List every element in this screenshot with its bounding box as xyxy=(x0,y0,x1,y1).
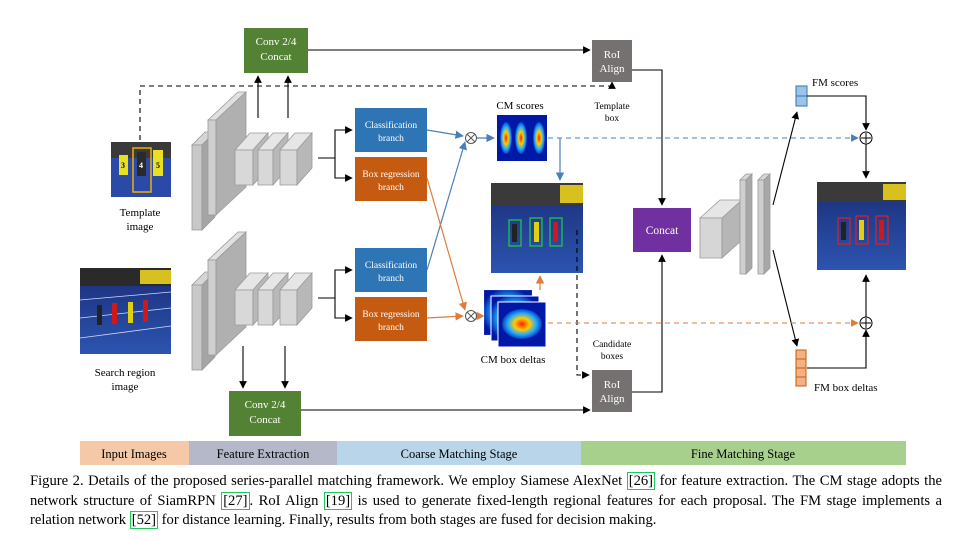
box-regression-branch-top-line-1: Box regression xyxy=(362,170,420,180)
roi-align-bottom-line-2: Align xyxy=(599,393,625,405)
box-regression-branch-top-box xyxy=(355,157,427,201)
bib-number-labels: 3 4 5 xyxy=(121,161,160,170)
caption-text-3: . RoI Align xyxy=(249,492,324,509)
caption-text-2: for feature extraction. The CM stage ado… xyxy=(30,473,942,509)
template-box-label-2: box xyxy=(605,114,620,124)
classification-branch-top-line-2: branch xyxy=(378,134,404,144)
caption-text-1: Figure 2. Details of the proposed series… xyxy=(30,473,627,489)
stage-feature-extraction xyxy=(189,441,337,465)
classification-branch-bottom-box xyxy=(355,248,427,292)
roi-to-concat-arrows xyxy=(632,69,666,393)
alexnet-search-branch xyxy=(191,231,313,371)
box-regression-branch-bottom-box xyxy=(355,297,427,341)
svg-text:3: 3 xyxy=(121,161,125,170)
svg-text:5: 5 xyxy=(156,161,160,170)
template-box-label-1: Template xyxy=(594,102,629,112)
fm-scores-icon xyxy=(795,85,808,107)
classification-branch-top-line-1: Classification xyxy=(365,120,417,131)
fusion-arrows xyxy=(548,95,870,369)
template-image: 3 4 5 xyxy=(111,142,171,197)
candidate-boxes-label-1: Candidate xyxy=(593,340,632,350)
conv-concat-bottom-line-1: Conv 2/4 xyxy=(245,399,286,411)
framework-diagram: 3 4 5 Template image Search region image xyxy=(79,28,906,465)
cm-box-deltas-label: CM box deltas xyxy=(481,354,546,366)
cm-box-deltas-stack xyxy=(483,289,547,348)
search-region-image xyxy=(79,268,172,354)
conv-concat-top-line-1: Conv 2/4 xyxy=(256,36,297,48)
fm-scores-label: FM scores xyxy=(812,77,858,89)
correlation-op-icon xyxy=(465,132,477,322)
citation-52[interactable]: [52] xyxy=(129,511,159,529)
caption-text-5: for distance learning. Finally, results … xyxy=(158,512,657,528)
roi-align-bottom-line-1: RoI xyxy=(604,379,621,391)
classification-branch-top-box xyxy=(355,108,427,152)
candidate-boxes-dashed-arrow xyxy=(576,230,590,379)
final-result-image xyxy=(817,182,906,270)
figure-caption: Figure 2. Details of the proposed series… xyxy=(30,472,942,531)
stage-input-images-label: Input Images xyxy=(101,447,167,461)
feature-to-conv-arrows xyxy=(239,46,591,414)
cm-detection-image xyxy=(491,183,583,273)
classification-branch-bottom-line-2: branch xyxy=(378,274,404,284)
stage-fine-matching-label: Fine Matching Stage xyxy=(691,447,796,461)
box-regression-branch-top-line-2: branch xyxy=(378,183,404,193)
correlation-arrows xyxy=(426,129,495,321)
caption-text-4: is used to generate fixed-length regiona… xyxy=(30,492,943,529)
conv-concat-top-box xyxy=(244,28,308,73)
conv-concat-bottom-box xyxy=(229,391,301,436)
citation-27[interactable]: [27] xyxy=(221,491,250,510)
citation-26[interactable]: [26] xyxy=(626,472,656,490)
candidate-boxes-label-2: boxes xyxy=(601,352,623,362)
conv-concat-bottom-line-2: Concat xyxy=(249,414,280,426)
citation-19[interactable]: [19] xyxy=(323,491,353,510)
conv-concat-top-line-2: Concat xyxy=(260,51,291,63)
relation-network xyxy=(698,173,771,275)
stage-bar: Input Images Feature Extraction Coarse M… xyxy=(80,441,906,465)
cm-scores-label: CM scores xyxy=(496,100,543,112)
box-regression-branch-bottom-line-1: Box regression xyxy=(362,310,420,320)
stage-coarse-matching xyxy=(337,441,581,465)
roi-align-top-line-2: Align xyxy=(599,63,625,75)
template-image-label-1: Template xyxy=(120,207,161,219)
classification-branch-bottom-line-1: Classification xyxy=(365,260,417,271)
search-image-label-1: Search region xyxy=(95,367,156,379)
concat-box xyxy=(633,208,691,252)
box-regression-branch-bottom-line-2: branch xyxy=(378,323,404,333)
template-image-label-2: image xyxy=(127,221,154,233)
roi-align-bottom-box xyxy=(592,370,632,412)
alexnet-template-branch xyxy=(191,91,313,231)
roi-align-top-line-1: RoI xyxy=(604,49,621,61)
cm-scores-heatmap xyxy=(497,115,547,161)
stage-fine-matching xyxy=(581,441,906,465)
feature-to-branch-arrows xyxy=(318,126,353,322)
stage-coarse-matching-label: Coarse Matching Stage xyxy=(401,447,518,461)
concat-label: Concat xyxy=(646,225,679,237)
stage-feature-extraction-label: Feature Extraction xyxy=(217,447,310,461)
template-box-dashed-arrow xyxy=(139,81,616,140)
svg-text:4: 4 xyxy=(139,161,143,170)
fm-box-deltas-label: FM box deltas xyxy=(814,382,878,394)
fm-box-deltas-icon xyxy=(795,349,807,387)
search-image-label-2: image xyxy=(112,381,139,393)
stage-input-images xyxy=(80,441,189,465)
fm-branch-arrows xyxy=(772,111,800,347)
plus-op-icon xyxy=(859,131,873,330)
roi-align-top-box xyxy=(592,40,632,82)
